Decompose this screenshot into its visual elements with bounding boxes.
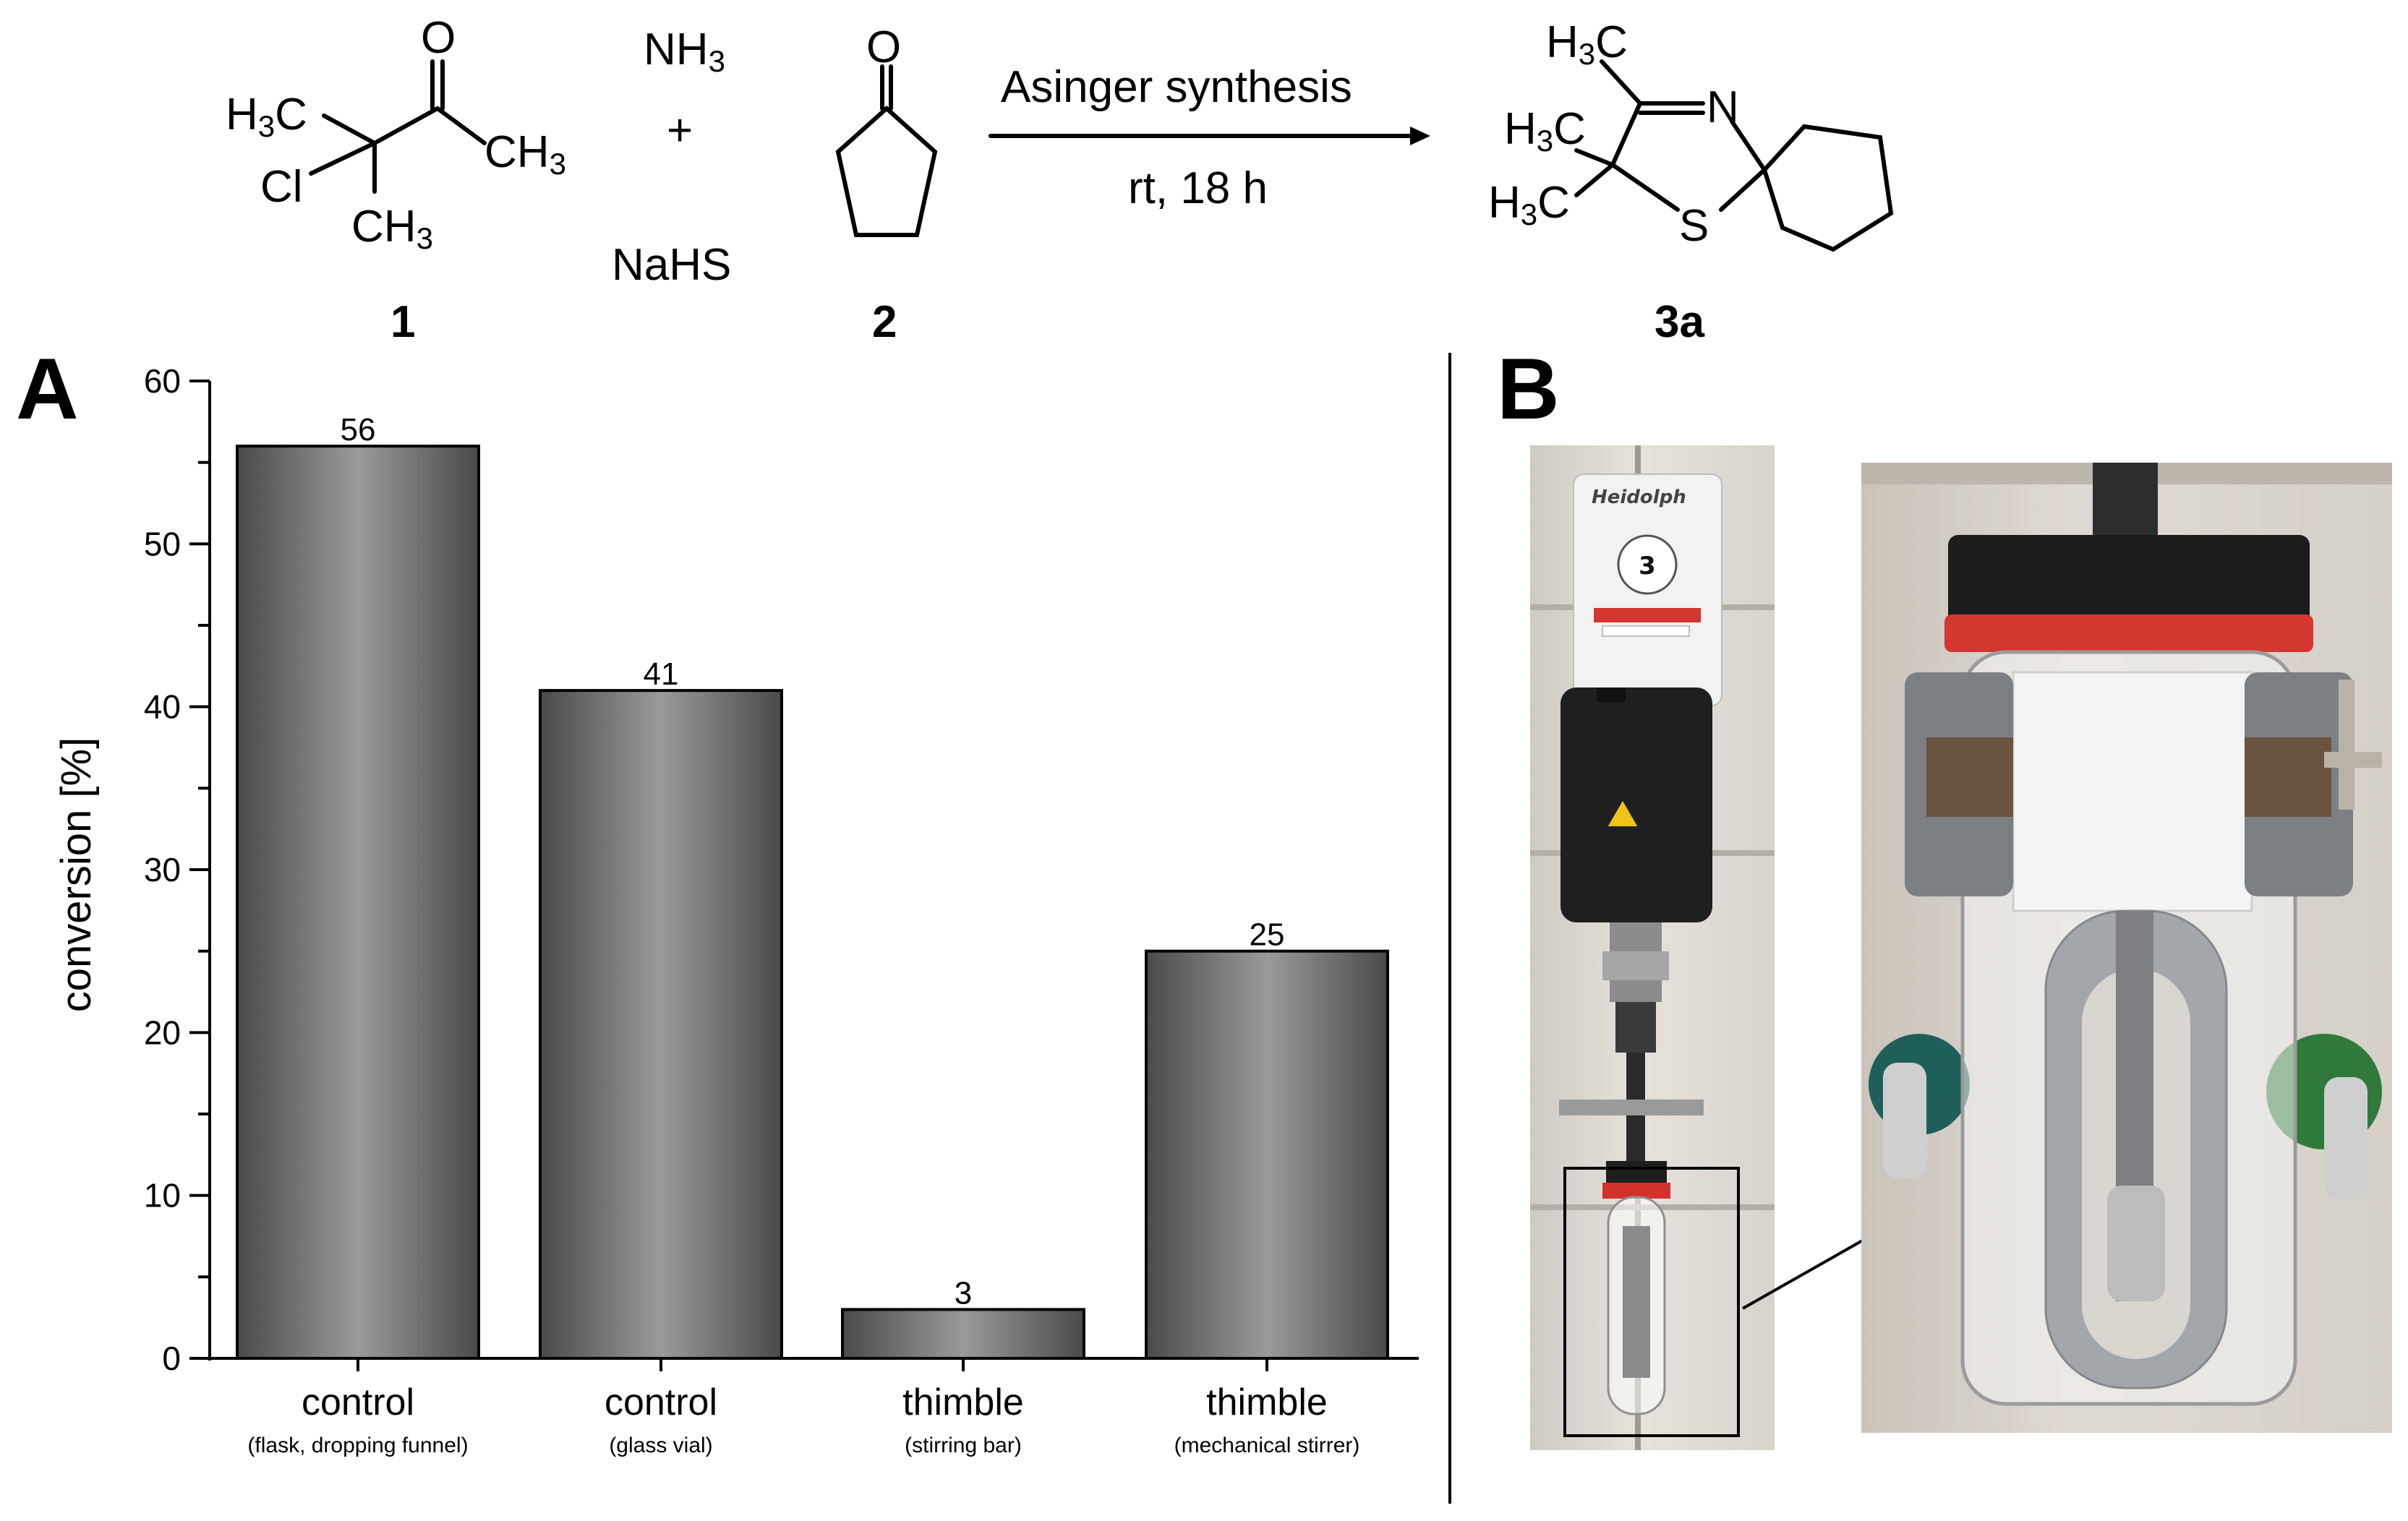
product-h3c-mid: H3C <box>1504 104 1586 158</box>
reactant1-ch3-bottom: CH3 <box>351 202 433 255</box>
photo-closeup-drawing <box>1861 463 2392 1406</box>
compound-number-3a: 3a <box>1655 297 1704 347</box>
reactant1-chlorine: Cl <box>260 162 303 212</box>
bar <box>539 689 783 1360</box>
y-tick-label: 50 <box>144 525 181 562</box>
bar <box>841 1308 1085 1361</box>
conversion-bar-chart: 0 10 20 30 40 50 60 56 control (flask, dropping f… <box>53 362 1419 1457</box>
reagent-ammonia: NH3 <box>644 25 725 78</box>
product-h3c-top: H3C <box>1546 17 1628 71</box>
arrow-condition-above: Asinger synthesis <box>1001 62 1352 112</box>
reactant2-oxygen: O <box>866 22 902 72</box>
reagent-plus: + <box>667 106 693 155</box>
category-sublabel: (mechanical stirrer) <box>1174 1434 1360 1457</box>
category-sublabel: (glass vial) <box>609 1434 712 1457</box>
bar-value-label: 3 <box>955 1275 972 1311</box>
reactant1-oxygen: O <box>421 13 456 63</box>
scheme-bonds <box>309 59 1894 252</box>
category-sublabel: (stirring bar) <box>905 1434 1022 1457</box>
y-tick-label: 0 <box>162 1340 181 1377</box>
bar <box>236 445 480 1361</box>
chart-labels: 0 10 20 30 40 50 60 56 control (flask, dropping f… <box>144 362 1360 1457</box>
reagent-sodium-hydrosulfide: NaHS <box>612 240 732 290</box>
category-label: thimble <box>902 1381 1024 1423</box>
zoom-connector-line <box>1742 1231 1877 1310</box>
panel-divider <box>1448 353 1451 1504</box>
reactant1-ch3-right: CH3 <box>484 127 566 181</box>
bar <box>1145 949 1389 1360</box>
y-axis-label: conversion [%] <box>53 737 100 1012</box>
category-label: control <box>605 1381 717 1423</box>
compound-number-2: 2 <box>872 297 897 347</box>
bar-value-label: 25 <box>1250 917 1285 953</box>
reaction-scheme: H3C O CH3 Cl CH3 1 NH3 + NaHS O 2 Asinge… <box>0 0 2408 347</box>
arrow-condition-below: rt, 18 h <box>1128 163 1268 213</box>
bar-value-label: 41 <box>644 656 679 692</box>
category-label: control <box>302 1381 414 1423</box>
y-tick-label: 20 <box>144 1014 181 1051</box>
category-label: thimble <box>1206 1381 1328 1423</box>
reactant1-h3c: H3C <box>226 90 307 143</box>
panel-label-a: A <box>16 340 79 437</box>
product-h3c-bottom: H3C <box>1488 178 1570 231</box>
compound-number-1: 1 <box>390 297 416 347</box>
product-nitrogen: N <box>1707 82 1739 132</box>
bar-value-label: 56 <box>341 412 376 447</box>
photo-overview-drawing: 3 Heidolph <box>1530 445 1775 1450</box>
photo-closeup <box>1861 463 2392 1433</box>
photo-brand-label: Heidolph <box>1592 487 1686 508</box>
y-tick-label: 60 <box>144 362 181 400</box>
y-tick-label: 30 <box>144 851 181 888</box>
y-tick-label: 40 <box>144 688 181 726</box>
y-tick-label: 10 <box>144 1177 181 1214</box>
photo-badge-number: 3 <box>1639 552 1656 580</box>
category-sublabel: (flask, dropping funnel) <box>247 1434 468 1457</box>
photo-overview: 3 Heidolph <box>1530 445 1775 1450</box>
product-sulfur: S <box>1679 201 1709 251</box>
chart-bars <box>236 445 1389 1361</box>
panel-label-b: B <box>1497 340 1560 437</box>
